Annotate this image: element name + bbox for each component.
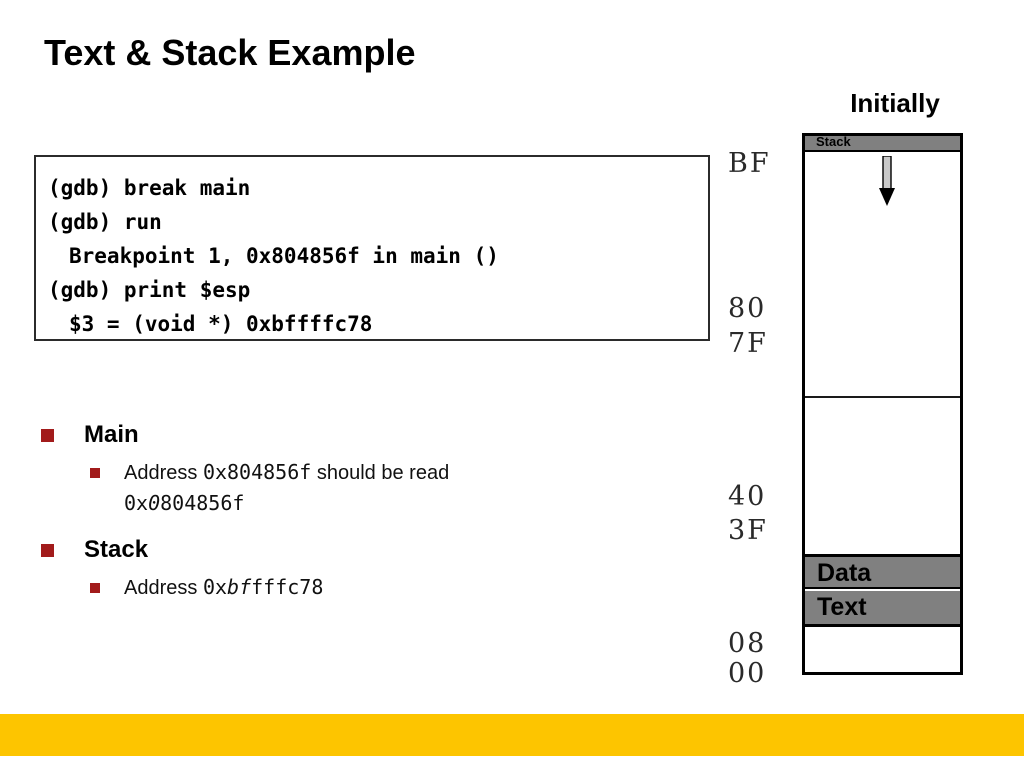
sub-bullet-main-address-continued: 0x0804856f bbox=[38, 491, 658, 515]
footer-accent-bar bbox=[0, 714, 1024, 756]
data-segment-label: Data bbox=[817, 559, 872, 587]
address-label-bf: BF bbox=[728, 148, 771, 179]
sub-bullet-square-icon bbox=[90, 468, 100, 478]
text-segment: Text bbox=[805, 591, 960, 627]
sub-bullet-text: Address 0x804856f should be read bbox=[124, 460, 450, 484]
stack-address-code: 0xbffffc78 bbox=[203, 575, 323, 599]
diagram-heading: Initially bbox=[850, 88, 940, 118]
code-line: (gdb) break main bbox=[48, 176, 251, 200]
memory-box: Stack Data Text bbox=[802, 133, 963, 675]
sub-bullet-suffix: should be read bbox=[311, 462, 450, 484]
code-line: (gdb) run bbox=[48, 210, 162, 234]
sub-bullet-prefix: Address bbox=[124, 577, 203, 599]
address-code: 0x804856f bbox=[202, 460, 312, 484]
address-prefix: 0x bbox=[202, 575, 228, 599]
address-label-08: 08 bbox=[728, 628, 767, 659]
address-high-bytes: bf bbox=[227, 575, 252, 599]
bullet-label: Stack bbox=[84, 536, 149, 563]
sub-bullet-square-icon bbox=[90, 583, 100, 593]
code-line: (gdb) print $esp bbox=[48, 278, 251, 302]
bullet-label: Main bbox=[84, 421, 139, 448]
address-label-7f: 7F bbox=[728, 328, 768, 359]
address-code-corrected: 0x0804856f bbox=[124, 491, 244, 515]
address-label-3f: 3F bbox=[728, 515, 768, 546]
bullet-square-icon bbox=[41, 544, 54, 557]
address-rest: fffc78 bbox=[251, 575, 324, 599]
bullet-item-stack: Stack bbox=[38, 533, 658, 567]
stack-segment-label: Stack bbox=[816, 134, 851, 149]
memory-layout-diagram: Initially BF 80 7F 40 3F 08 00 Stack Dat… bbox=[728, 85, 1024, 687]
code-line: $3 = (void *) 0xbffffc78 bbox=[69, 312, 373, 336]
address-label-80: 80 bbox=[728, 293, 767, 324]
sub-bullet-stack-address: Address 0xbffffc78 bbox=[38, 571, 658, 604]
data-segment: Data bbox=[805, 554, 960, 589]
address-label-40: 40 bbox=[728, 481, 767, 512]
sub-bullet-text: Address 0xbffffc78 bbox=[124, 575, 323, 599]
sub-bullet-prefix: Address bbox=[124, 462, 203, 484]
bullet-list: Main Address 0x804856f should be read 0x… bbox=[38, 418, 658, 606]
bullet-square-icon bbox=[41, 429, 54, 442]
divider-80-7f bbox=[805, 396, 960, 398]
text-segment-label: Text bbox=[817, 593, 867, 621]
address-prefix: 0x bbox=[124, 491, 149, 515]
code-line: Breakpoint 1, 0x804856f in main () bbox=[69, 244, 499, 268]
address-leading-zero: 0 bbox=[148, 491, 161, 515]
bullet-item-main: Main bbox=[38, 418, 658, 452]
sub-bullet-main-address: Address 0x804856f should be read bbox=[38, 456, 658, 489]
stack-segment-bar: Stack bbox=[805, 134, 960, 152]
address-label-00: 00 bbox=[728, 658, 767, 689]
stack-growth-down-arrow bbox=[875, 155, 899, 213]
page-title: Text & Stack Example bbox=[44, 32, 416, 73]
address-rest: 804856f bbox=[160, 491, 245, 515]
gdb-code-block: (gdb) break main (gdb) run Breakpoint 1,… bbox=[34, 155, 710, 341]
